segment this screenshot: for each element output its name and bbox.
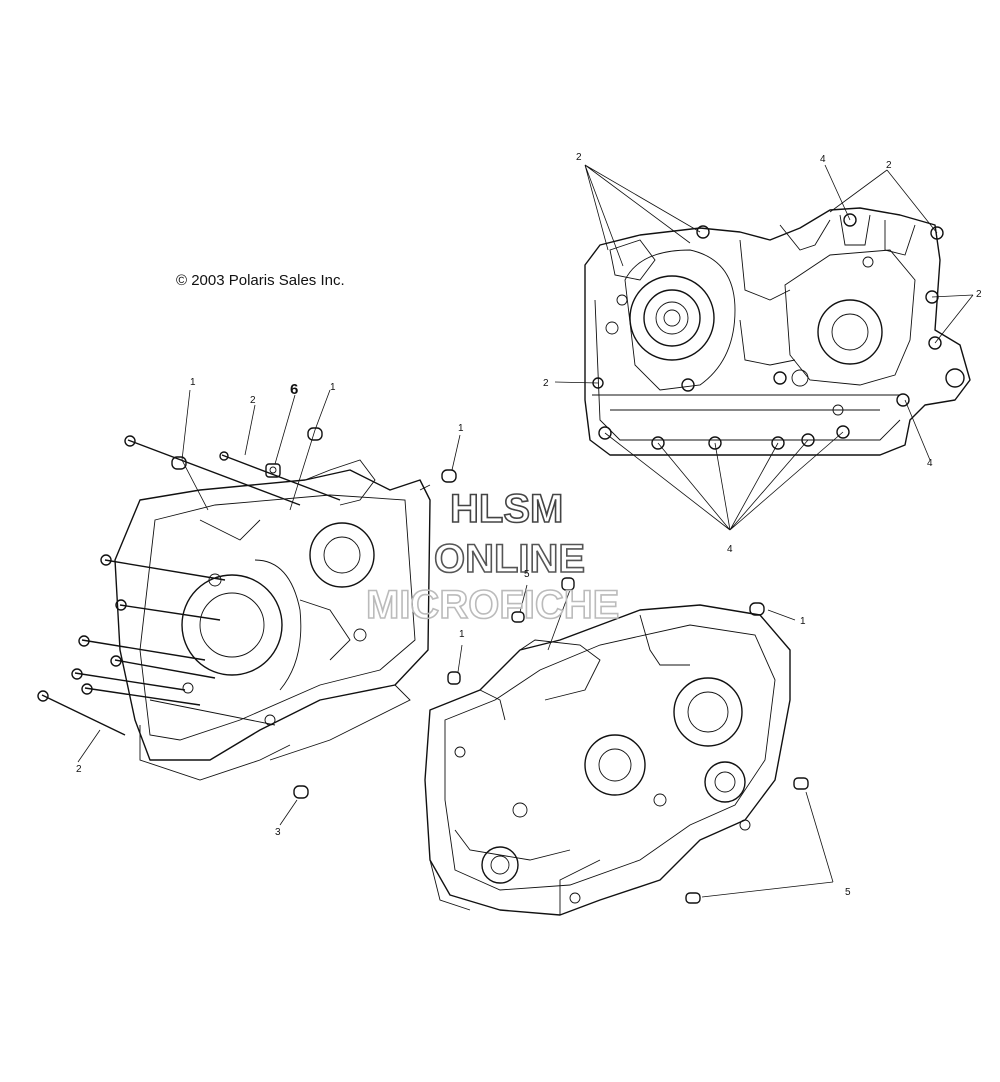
callout-c13: 2: [76, 764, 82, 775]
callout-c3: 2: [886, 160, 892, 171]
crankcase-bolts: [37, 435, 341, 736]
copyright-notice: © 2003 Polaris Sales Inc.: [176, 272, 345, 289]
callout-c1: 2: [576, 152, 582, 163]
callout-c12: 1: [458, 423, 464, 434]
right-crankcase-half: [424, 577, 834, 916]
watermark-line-2: ONLINE: [434, 537, 585, 581]
callout-c11: 1: [330, 382, 336, 393]
callout-c7: 4: [727, 544, 733, 555]
watermark-line-3: MICROFICHE: [366, 583, 619, 627]
callout-c8: 1: [190, 377, 196, 388]
callout-c14: 3: [275, 827, 281, 838]
crankcase-face-view: [554, 164, 974, 531]
left-crankcase-half: [37, 389, 461, 826]
callout-c15: 5: [524, 569, 530, 580]
watermark-line-1: HLSM: [450, 487, 563, 531]
bolt-holes: [592, 213, 944, 450]
callout-c10: 6: [290, 381, 298, 398]
watermark: HLSM ONLINE MICROFICHE: [365, 486, 620, 628]
callout-c2: 4: [820, 154, 826, 165]
callout-c5: 2: [543, 378, 549, 389]
callout-c17: 1: [800, 616, 806, 627]
callout-c4: 2: [976, 289, 982, 300]
dowel-pins: [171, 427, 457, 799]
callout-c16: 1: [459, 629, 465, 640]
callout-c6: 4: [927, 458, 933, 469]
callout-c9: 2: [250, 395, 256, 406]
dowel-pins-lower: [447, 577, 809, 904]
callout-c18: 5: [845, 887, 851, 898]
callout-labels: 2 4 2 2 2 4 4 1 2 6 1 1 2 3 5 1 1 5: [76, 152, 982, 898]
